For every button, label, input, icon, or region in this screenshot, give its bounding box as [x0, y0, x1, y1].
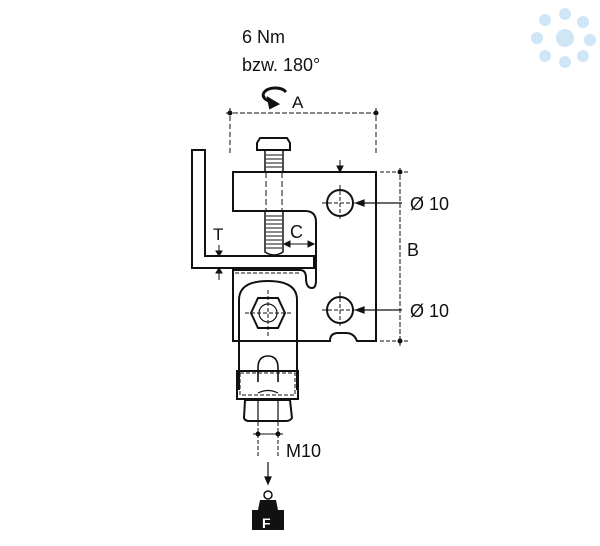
dimension-b-line — [336, 160, 408, 346]
hex-nut-lower — [242, 399, 294, 422]
logo-watermark — [531, 8, 596, 68]
hanger-bolt — [236, 355, 299, 400]
dimension-m10-line — [253, 422, 283, 458]
label-t: T — [213, 225, 223, 244]
load-label: F — [262, 515, 271, 531]
label-thread: M10 — [286, 441, 321, 461]
rotate-icon — [261, 86, 288, 110]
torque-angle: bzw. 180° — [242, 55, 320, 75]
label-hole-lower: Ø 10 — [410, 301, 449, 321]
torque-value: 6 Nm — [242, 27, 285, 47]
dimension-t-line — [215, 245, 223, 280]
load-arrow-icon — [264, 462, 272, 486]
clamp-bolt — [256, 137, 291, 256]
hole-upper — [322, 185, 358, 221]
label-c: C — [290, 222, 303, 242]
dimension-c-line — [282, 240, 316, 248]
label-b: B — [407, 240, 419, 260]
dimension-a-line — [226, 108, 380, 155]
weight-icon — [252, 490, 284, 530]
clamp-body — [232, 171, 377, 342]
label-a: A — [292, 93, 304, 112]
eye-lug — [238, 279, 298, 390]
beam-flange — [191, 149, 315, 269]
label-hole-upper: Ø 10 — [410, 194, 449, 214]
hole-lower — [322, 292, 358, 328]
hole-arrows — [354, 199, 402, 314]
